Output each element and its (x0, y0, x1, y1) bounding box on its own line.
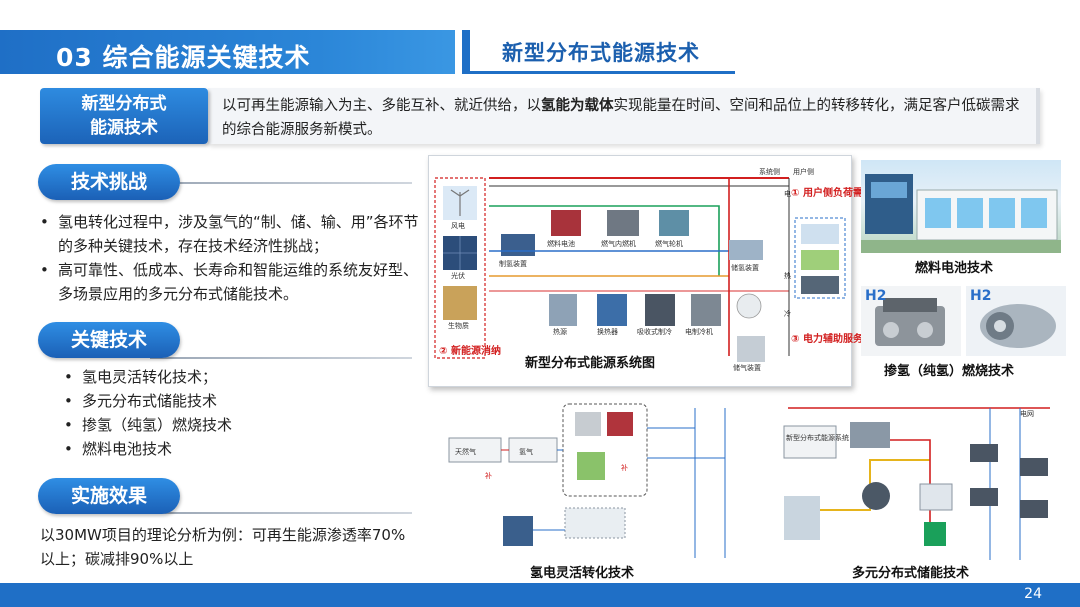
label-user-demand: ① 用户侧负荷需求 (791, 186, 874, 199)
intro-label-line1: 新型分布式 (81, 94, 167, 114)
key-tech-3: 掺氢（纯氢）燃烧技术 (82, 416, 233, 434)
label-storage-tank: 储氢装置 (731, 263, 759, 272)
fuel-cell-photo (861, 160, 1061, 253)
header-separator (462, 30, 470, 74)
label-solar: 光伏 (451, 271, 465, 280)
fuel-cell-caption: 燃料电池技术 (915, 261, 994, 276)
label-heat: 热 (784, 271, 791, 280)
mini-label-natural-gas: 天然气 (455, 447, 476, 456)
mini-label-supplement1: 补 (485, 471, 492, 480)
h2-power-svg: 天然气 氢气 补 补 (448, 403, 726, 558)
effect-text: 以30MW项目的理论分析为例：可再生能源渗透率70%以上；碳减排90%以上 (40, 526, 406, 568)
system-diagram: 风电 光伏 生物质 ② 新能源消纳 系统侧 用户侧 制氢装置 燃料电池 燃气内燃… (428, 155, 874, 387)
label-system-side: 系统侧 (759, 167, 780, 176)
label-user-side: 用户侧 (793, 167, 814, 176)
label-fuel-cell: 燃料电池 (547, 239, 575, 248)
h2-turbine-photo: H2 (966, 286, 1066, 356)
h2-power-diagram: 天然气 氢气 补 补 (445, 398, 745, 558)
intro-panel (208, 88, 1040, 144)
section-title-key-tech: 关键技术 (38, 322, 180, 358)
challenge-bullet-1: 氢电转化过程中，涉及氢气的“制、储、输、用”各环节的多种关键技术，存在技术经济性… (58, 213, 419, 255)
label-cold: 冷 (784, 309, 791, 318)
key-tech-list: •氢电灵活转化技术； •多元分布式储能技术 •掺氢（纯氢）燃烧技术 •燃料电池技… (64, 365, 364, 461)
label-electricity: 电 (784, 189, 791, 198)
label-heat-exchanger: 换热器 (597, 327, 618, 336)
challenge-list: •氢电转化过程中，涉及氢气的“制、储、输、用”各环节的多种关键技术，存在技术经济… (40, 210, 422, 306)
h2-label-left: H2 (865, 288, 887, 304)
hydrogen-combustion-caption: 掺氢（纯氢）燃烧技术 (884, 364, 1015, 379)
list-item: •多元分布式储能技术 (64, 389, 364, 413)
intro-text-part1: 以可再生能源输入为主、多能互补、就近供给，以 (222, 98, 541, 114)
mini-label-hydrogen: 氢气 (519, 447, 533, 456)
header-subtitle-panel (470, 30, 735, 74)
label-electrolyzer: 制氢装置 (499, 259, 527, 268)
storage-caption: 多元分布式储能技术 (852, 566, 970, 581)
section-title-effect: 实施效果 (38, 478, 180, 514)
turbine-illustration (980, 304, 1056, 348)
section-divider-challenge (150, 182, 412, 184)
label-biomass: 生物质 (448, 321, 469, 330)
list-item: •氢电转化过程中，涉及氢气的“制、储、输、用”各环节的多种关键技术，存在技术经济… (40, 210, 422, 258)
section-divider-key (150, 357, 412, 359)
label-gas-engine: 燃气内燃机 (601, 239, 636, 248)
section-title-challenge: 技术挑战 (38, 164, 180, 200)
system-diagram-svg: 风电 光伏 生物质 ② 新能源消纳 系统侧 用户侧 制氢装置 燃料电池 燃气内燃… (434, 167, 874, 372)
engine-illustration (875, 298, 945, 346)
mini-label-grid: 电网 (1020, 409, 1034, 418)
intro-text-bold: 氢能为载体 (541, 98, 614, 114)
page-subtitle: 新型分布式能源技术 (502, 41, 700, 65)
section-divider-effect (150, 512, 412, 514)
intro-label-line2: 能源技术 (90, 118, 158, 138)
label-electric-chiller: 电制冷机 (685, 327, 713, 336)
storage-svg: 电网 新型分布式能源系统 (783, 407, 1050, 560)
label-gas-storage: 储气装置 (733, 363, 761, 372)
mini-label-system-box: 新型分布式能源系统 (786, 433, 849, 442)
list-item: •掺氢（纯氢）燃烧技术 (64, 413, 364, 437)
intro-label: 新型分布式 能源技术 (40, 88, 208, 144)
header-bar (0, 30, 455, 74)
label-wind: 风电 (451, 221, 465, 230)
h2-label-right: H2 (970, 288, 992, 304)
list-item: •高可靠性、低成本、长寿命和智能运维的系统友好型、多场景应用的多元分布式储能技术… (40, 258, 422, 306)
intro-text-part2: 实现能量在时间、空间和品位上的转移转化，满足客户低碳需求的综合能源服务新模式。 (222, 98, 1020, 138)
label-heater: 热源 (553, 327, 567, 336)
label-power-aux: ③ 电力辅助服务 (791, 332, 864, 345)
fuel-cell-illustration (861, 174, 1061, 253)
h2-engine-photo: H2 (861, 286, 961, 356)
key-tech-1: 氢电灵活转化技术； (82, 368, 218, 386)
label-gas-turbine: 燃气轮机 (655, 239, 683, 248)
page-title: 03 综合能源关键技术 (56, 43, 311, 72)
page-number: 24 (1024, 586, 1042, 602)
key-tech-4: 燃料电池技术 (82, 440, 173, 458)
storage-diagram: 电网 新型分布式能源系统 (780, 400, 1060, 560)
intro-description: 以可再生能源输入为主、多能互补、就近供给，以氢能为载体实现能量在时间、空间和品位… (222, 94, 1022, 142)
list-item: •氢电灵活转化技术； (64, 365, 364, 389)
h2-power-caption: 氢电灵活转化技术 (530, 566, 635, 581)
label-absorption-chiller: 吸收式制冷 (637, 327, 672, 336)
label-renewable-absorb: ② 新能源消纳 (439, 344, 501, 357)
system-diagram-caption: 新型分布式能源系统图 (525, 356, 656, 371)
list-item: •燃料电池技术 (64, 437, 364, 461)
mini-label-supplement2: 补 (621, 463, 628, 472)
key-tech-2: 多元分布式储能技术 (82, 392, 218, 410)
footer-bar (0, 583, 1080, 607)
challenge-bullet-2: 高可靠性、低成本、长寿命和智能运维的系统友好型、多场景应用的多元分布式储能技术。 (58, 261, 419, 303)
